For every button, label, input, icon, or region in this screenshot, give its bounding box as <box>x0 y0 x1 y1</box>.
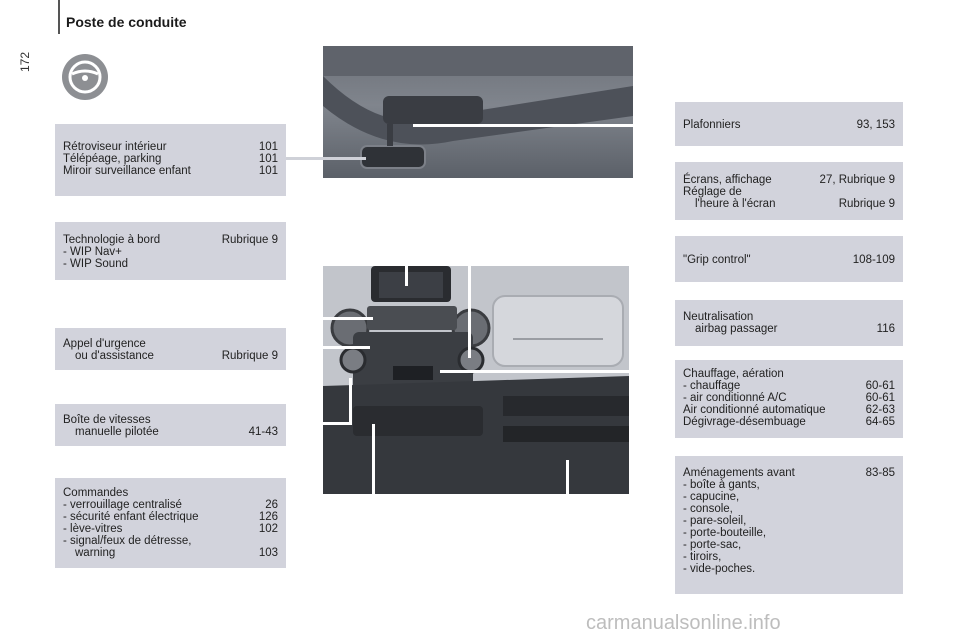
connector-boite-h <box>286 422 352 425</box>
box-row: - pare-soleil, <box>683 515 747 527</box>
photo-roof-console <box>323 46 633 178</box>
box-row: Appel d'urgence <box>63 338 146 350</box>
page-number: 172 <box>18 51 32 72</box>
steering-wheel-icon <box>62 54 108 100</box>
box-row: Réglage de <box>683 186 742 198</box>
box-row: - console, <box>683 503 733 515</box>
header-rule <box>58 0 60 34</box>
page-title: Poste de conduite <box>66 14 187 30</box>
photo-dashboard <box>323 266 629 494</box>
box-row: Neutralisation <box>683 311 754 323</box>
box-grip-control: "Grip control"108-109 <box>675 236 903 282</box>
connector-techno-h <box>286 251 306 254</box>
connector-ecrans-v <box>405 190 408 286</box>
connector-chauffage <box>440 370 675 373</box>
box-row: - capucine, <box>683 491 740 503</box>
connector-plafonniers <box>413 124 675 127</box>
connector-boite-v <box>349 378 352 425</box>
box-row: "Grip control"108-109 <box>683 254 895 266</box>
connector-amenagements-h <box>566 557 675 560</box>
connector-techno-h2 <box>303 317 373 320</box>
box-row: Boîte de vitesses <box>63 414 151 426</box>
connector-appel <box>286 346 370 349</box>
watermark: carmanualsonline.info <box>586 612 781 634</box>
box-row: - boîte à gants, <box>683 479 760 491</box>
box-row: - porte-bouteille, <box>683 527 767 539</box>
box-row: - WIP Nav+ <box>63 246 122 258</box>
box-row: - WIP Sound <box>63 258 128 270</box>
connector-commandes-h <box>286 524 375 527</box>
box-row: Chauffage, aération <box>683 368 784 380</box>
connector-amenagements-v <box>566 460 569 560</box>
connector-commandes-v <box>372 424 375 527</box>
connector-grip-v <box>468 243 471 358</box>
box-row: - signal/feux de détresse, <box>63 535 192 547</box>
box-row: - tiroirs, <box>683 551 722 563</box>
connector-grip-h <box>468 243 675 246</box>
connector-ecrans-h <box>405 190 675 193</box>
connector-techno-v <box>303 251 306 319</box>
box-row: - porte-sac, <box>683 539 742 551</box>
box-row: - vide-poches. <box>683 563 756 575</box>
connector-airbag <box>634 317 675 320</box>
box-row: Commandes <box>63 487 129 499</box>
connector-mirror <box>286 157 366 160</box>
